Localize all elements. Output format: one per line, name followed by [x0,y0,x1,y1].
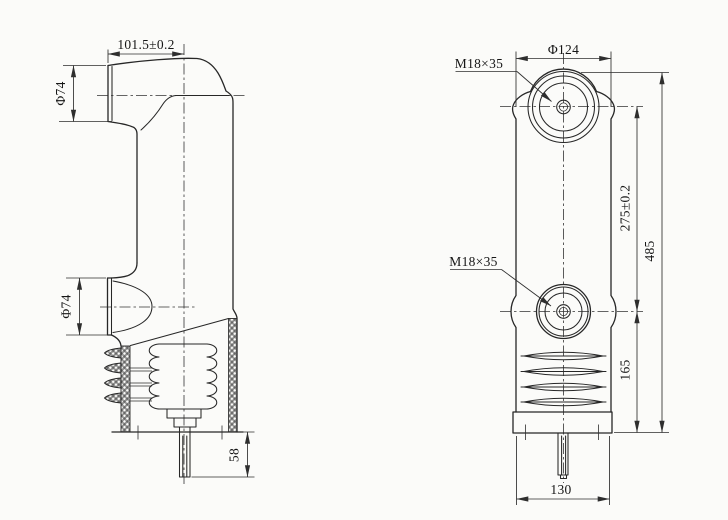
dim-skirt-height: 165 [618,311,640,433]
dim-label-stem-length: 58 [227,448,242,462]
upper-thread-hole-inner [559,102,569,112]
dim-lower-terminal-dia: Φ74 [59,277,110,336]
dim-top-width: 101.5±0.2 [107,37,185,63]
lower-boss-arc [112,280,153,334]
dim-label-skirt-height: 165 [618,359,633,380]
shed-fin [103,362,122,374]
dim-base-width: 130 [516,436,610,505]
guide-flange [157,408,209,433]
dim-label-lower-terminal-dia: Φ74 [59,294,74,318]
dim-label-head-dia: Φ124 [548,42,579,57]
lower-boss-bottom-fillet [110,334,122,347]
insulation-taper-line [129,317,230,347]
dim-overall-height: 485 [581,72,669,433]
bellows-right [206,343,218,410]
pole-profile [107,57,238,433]
side-view: 101.5±0.2 Φ74 Φ74 58 [53,37,255,486]
dim-stem-length: 58 [191,431,255,478]
label-upper-thread: M18×35 [455,56,552,102]
upper-boss-circle [527,70,600,144]
actuator-stem [178,431,191,478]
upper-thread-hole [556,99,571,115]
head-dome [529,68,598,93]
mounting-base [512,411,613,434]
upper-boss-circle [538,82,589,132]
lower-thread-hole [556,304,571,319]
lower-boss-circle [538,286,589,337]
lower-thread-hole-inner [559,306,569,316]
arm-body-fillet [140,94,230,131]
shed-fin [103,392,122,404]
shed-root-lines [130,367,152,402]
hatch-wall-right [228,318,238,433]
pole-outline-right [595,90,617,413]
shed-fins-front [520,351,607,407]
dim-label-upper-terminal-dia: Φ74 [53,81,68,105]
shed-fin [103,377,122,389]
hatch-wall-left [120,345,131,433]
terminal-underside [107,120,138,264]
dim-head-dia: Φ124 [515,42,612,107]
bellows-left [148,343,160,410]
dim-terminal-pitch: 275±0.2 [618,106,640,312]
lower-boss-top-fillet [110,262,138,279]
front-view: Φ124 M18×35 M18×35 275±0.2 165 485 [449,42,669,505]
lower-boss-circle [535,283,592,340]
dim-label-terminal-pitch: 275±0.2 [618,185,633,232]
label-text-upper-thread: M18×35 [455,56,503,71]
label-lower-thread: M18×35 [449,254,552,307]
dim-label-top-width: 101.5±0.2 [117,37,174,52]
dim-label-base-width: 130 [550,482,571,497]
shed-fin [103,347,122,359]
pole-outline-left [510,90,532,413]
dim-label-overall-height: 485 [642,240,657,261]
lower-boss-circle [544,292,583,331]
actuator-stem [557,432,569,480]
dim-upper-terminal-dia: Φ74 [53,65,112,122]
lower-terminal-face [106,277,113,336]
upper-boss-circle [531,75,596,139]
label-text-lower-thread: M18×35 [449,254,497,269]
